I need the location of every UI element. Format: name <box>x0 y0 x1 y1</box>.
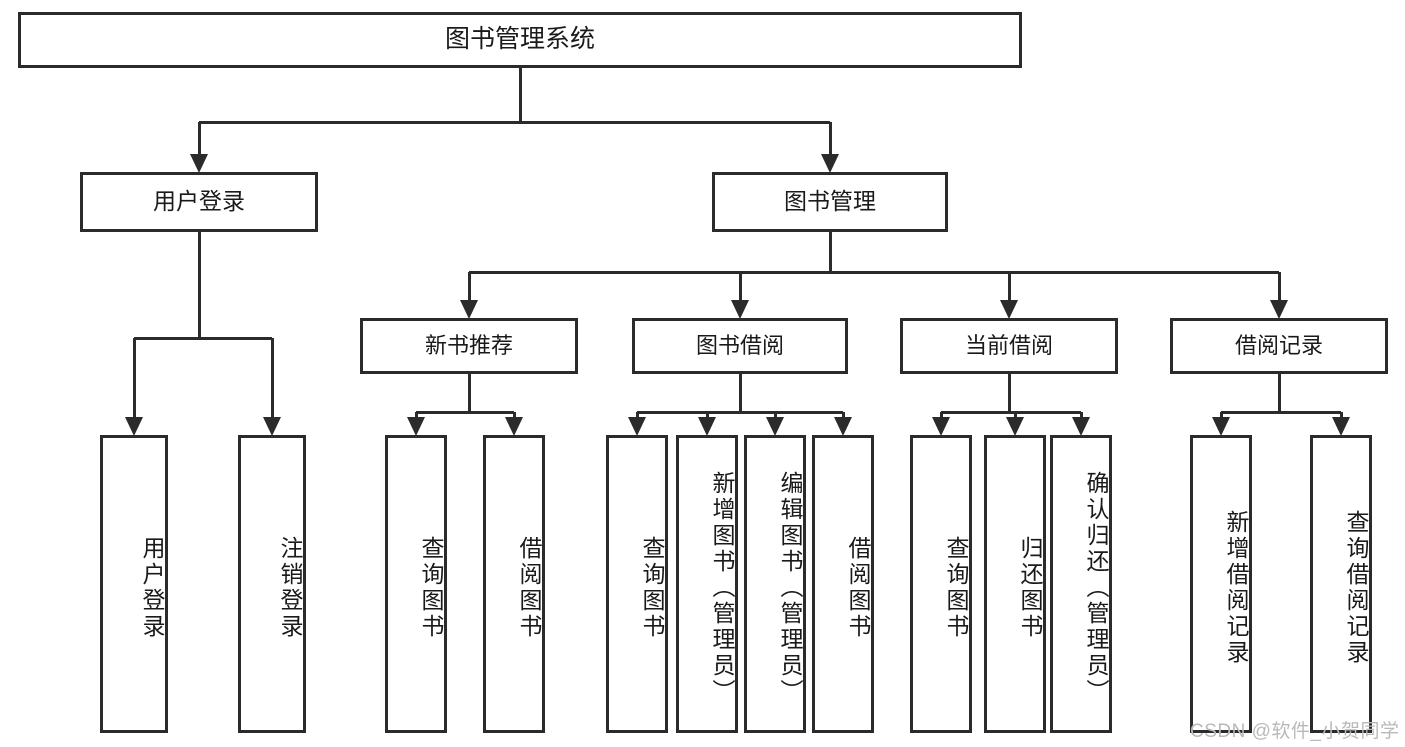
arrowhead-icon <box>698 417 716 436</box>
connector-bus <box>134 336 272 340</box>
node-leaf-query-books-current[interactable]: 查询图书 <box>910 435 972 733</box>
node-user-login[interactable]: 用户登录 <box>80 172 318 232</box>
arrowhead-icon <box>821 154 839 173</box>
connector-drop <box>1339 412 1343 418</box>
arrowhead-icon <box>190 154 208 173</box>
node-book-borrowing[interactable]: 图书借阅 <box>632 318 848 374</box>
node-root-book-management-system[interactable]: 图书管理系统 <box>18 12 1022 68</box>
arrowhead-icon <box>1332 417 1350 436</box>
connector-trunk <box>1007 374 1011 412</box>
connector-drop <box>467 272 471 301</box>
arrowhead-icon <box>731 300 749 319</box>
connector-trunk <box>828 232 832 272</box>
node-borrowing-records[interactable]: 借阅记录 <box>1170 318 1388 374</box>
connector-drop <box>1007 272 1011 301</box>
node-leaf-user-login[interactable]: 用户登录 <box>100 435 168 733</box>
connector-trunk <box>1277 374 1281 412</box>
node-new-book-recommendation[interactable]: 新书推荐 <box>360 318 578 374</box>
leaf-label: 查询图书 <box>943 536 969 640</box>
connector-drop <box>270 338 274 418</box>
arrowhead-icon <box>1212 417 1230 436</box>
connector-drop <box>738 272 742 301</box>
connector-trunk <box>738 374 742 412</box>
connector-trunk <box>518 68 522 122</box>
arrowhead-icon <box>1072 417 1090 436</box>
arrowhead-icon <box>834 417 852 436</box>
connector-trunk <box>197 232 201 338</box>
arrowhead-icon <box>1270 300 1288 319</box>
arrowhead-icon <box>1000 300 1018 319</box>
node-leaf-borrow-books-rec[interactable]: 借阅图书 <box>483 435 545 733</box>
arrowhead-icon <box>263 417 281 436</box>
leaf-label: 查询图书 <box>639 536 665 640</box>
arrowhead-icon <box>125 417 143 436</box>
arrowhead-icon <box>766 417 784 436</box>
node-leaf-query-books-borrow[interactable]: 查询图书 <box>606 435 668 733</box>
leaf-label: 归还图书 <box>1017 536 1043 640</box>
connector-drop <box>773 412 777 418</box>
leaf-label: 借阅图书 <box>845 536 871 640</box>
connector-drop <box>1013 412 1017 418</box>
arrowhead-icon <box>505 417 523 436</box>
connector-drop <box>1219 412 1223 418</box>
arrowhead-icon <box>407 417 425 436</box>
connector-bus <box>1221 410 1341 414</box>
connector-drop <box>828 122 832 155</box>
connector-trunk <box>467 374 471 412</box>
leaf-label: 新增借阅记录 <box>1223 510 1249 666</box>
connector-drop <box>705 412 709 418</box>
node-leaf-confirm-return-admin[interactable]: 确认归还（管理员） <box>1050 435 1112 733</box>
connector-drop <box>939 412 943 418</box>
connector-bus <box>637 410 843 414</box>
connector-bus <box>199 120 830 124</box>
leaf-label: 编辑图书（管理员） <box>777 471 803 705</box>
arrowhead-icon <box>460 300 478 319</box>
node-leaf-query-books-rec[interactable]: 查询图书 <box>385 435 447 733</box>
node-current-borrowing[interactable]: 当前借阅 <box>900 318 1118 374</box>
node-leaf-logout[interactable]: 注销登录 <box>238 435 306 733</box>
connector-drop <box>414 412 418 418</box>
arrowhead-icon <box>932 417 950 436</box>
leaf-label: 借阅图书 <box>516 536 542 640</box>
connector-drop <box>197 122 201 155</box>
node-leaf-borrow-books[interactable]: 借阅图书 <box>812 435 874 733</box>
connector-bus <box>469 270 1279 274</box>
connector-bus <box>416 410 514 414</box>
leaf-label: 注销登录 <box>277 536 303 640</box>
arrowhead-icon <box>628 417 646 436</box>
connector-drop <box>841 412 845 418</box>
leaf-label: 查询借阅记录 <box>1343 510 1369 666</box>
node-leaf-query-borrow-record[interactable]: 查询借阅记录 <box>1310 435 1372 733</box>
connector-drop <box>132 338 136 418</box>
leaf-label: 查询图书 <box>418 536 444 640</box>
node-leaf-return-books[interactable]: 归还图书 <box>984 435 1046 733</box>
connector-drop <box>635 412 639 418</box>
leaf-label: 新增图书（管理员） <box>709 471 735 705</box>
node-leaf-add-borrow-record[interactable]: 新增借阅记录 <box>1190 435 1252 733</box>
node-leaf-edit-book-admin[interactable]: 编辑图书（管理员） <box>744 435 806 733</box>
leaf-label: 确认归还（管理员） <box>1083 471 1109 705</box>
connector-drop <box>1079 412 1083 418</box>
arrowhead-icon <box>1006 417 1024 436</box>
leaf-label: 用户登录 <box>139 536 165 640</box>
node-book-management[interactable]: 图书管理 <box>712 172 948 232</box>
node-leaf-add-book-admin[interactable]: 新增图书（管理员） <box>676 435 738 733</box>
connector-drop <box>1277 272 1281 301</box>
connector-drop <box>512 412 516 418</box>
connector-bus <box>941 410 1081 414</box>
